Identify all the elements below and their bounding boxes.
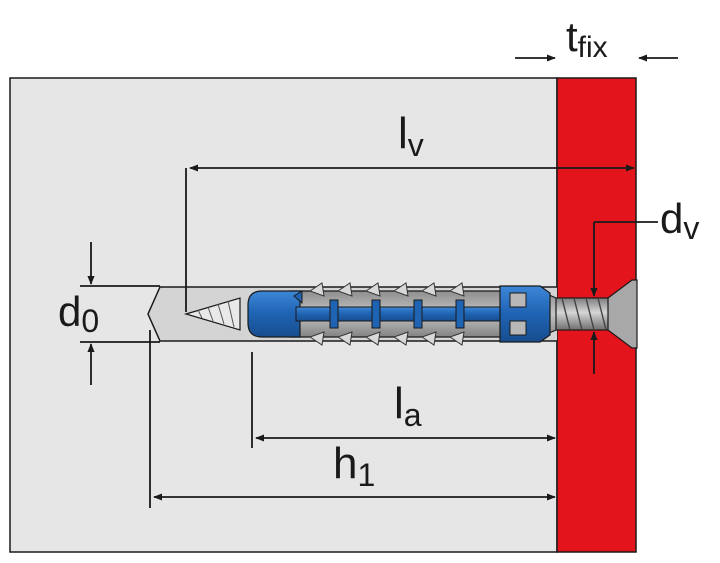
screw-tip-thread [197, 300, 235, 328]
screw-tip [183, 297, 241, 331]
label-h-1: h1 [333, 439, 375, 493]
label-l-a-main: l [394, 379, 404, 428]
label-l-v: lv [398, 109, 424, 163]
anchor-blue-notch [293, 290, 303, 305]
anchor-expansion-teeth [308, 282, 465, 346]
label-d-0: d0 [58, 288, 99, 339]
anchor-blue-tip [247, 290, 301, 338]
label-h-1-sub: 1 [357, 457, 375, 493]
dimension-l-a [251, 352, 556, 448]
label-t-fix-sub: fix [578, 31, 608, 64]
label-t-fix: tfix [566, 13, 608, 64]
dimension-h-1 [149, 330, 556, 508]
label-h-1-main: h [333, 439, 357, 488]
label-l-v-sub: v [408, 127, 424, 163]
label-d-v: dv [660, 195, 699, 246]
label-d-v-sub: v [683, 210, 699, 246]
anchor-collar-windows [509, 292, 527, 336]
label-l-a: la [394, 379, 422, 433]
dimension-d-v [590, 221, 658, 374]
label-d-0-main: d [58, 288, 81, 335]
label-d-0-sub: 0 [81, 303, 99, 339]
label-t-fix-main: t [566, 13, 578, 60]
dimension-d-0 [80, 242, 160, 385]
label-l-v-main: l [398, 109, 408, 158]
label-l-a-sub: a [404, 397, 422, 433]
screw-shank-thread [561, 297, 607, 331]
dimension-l-v [185, 164, 635, 312]
screw-head [607, 279, 638, 349]
anchor-blue-ribs [329, 299, 465, 329]
label-d-v-main: d [660, 195, 683, 242]
